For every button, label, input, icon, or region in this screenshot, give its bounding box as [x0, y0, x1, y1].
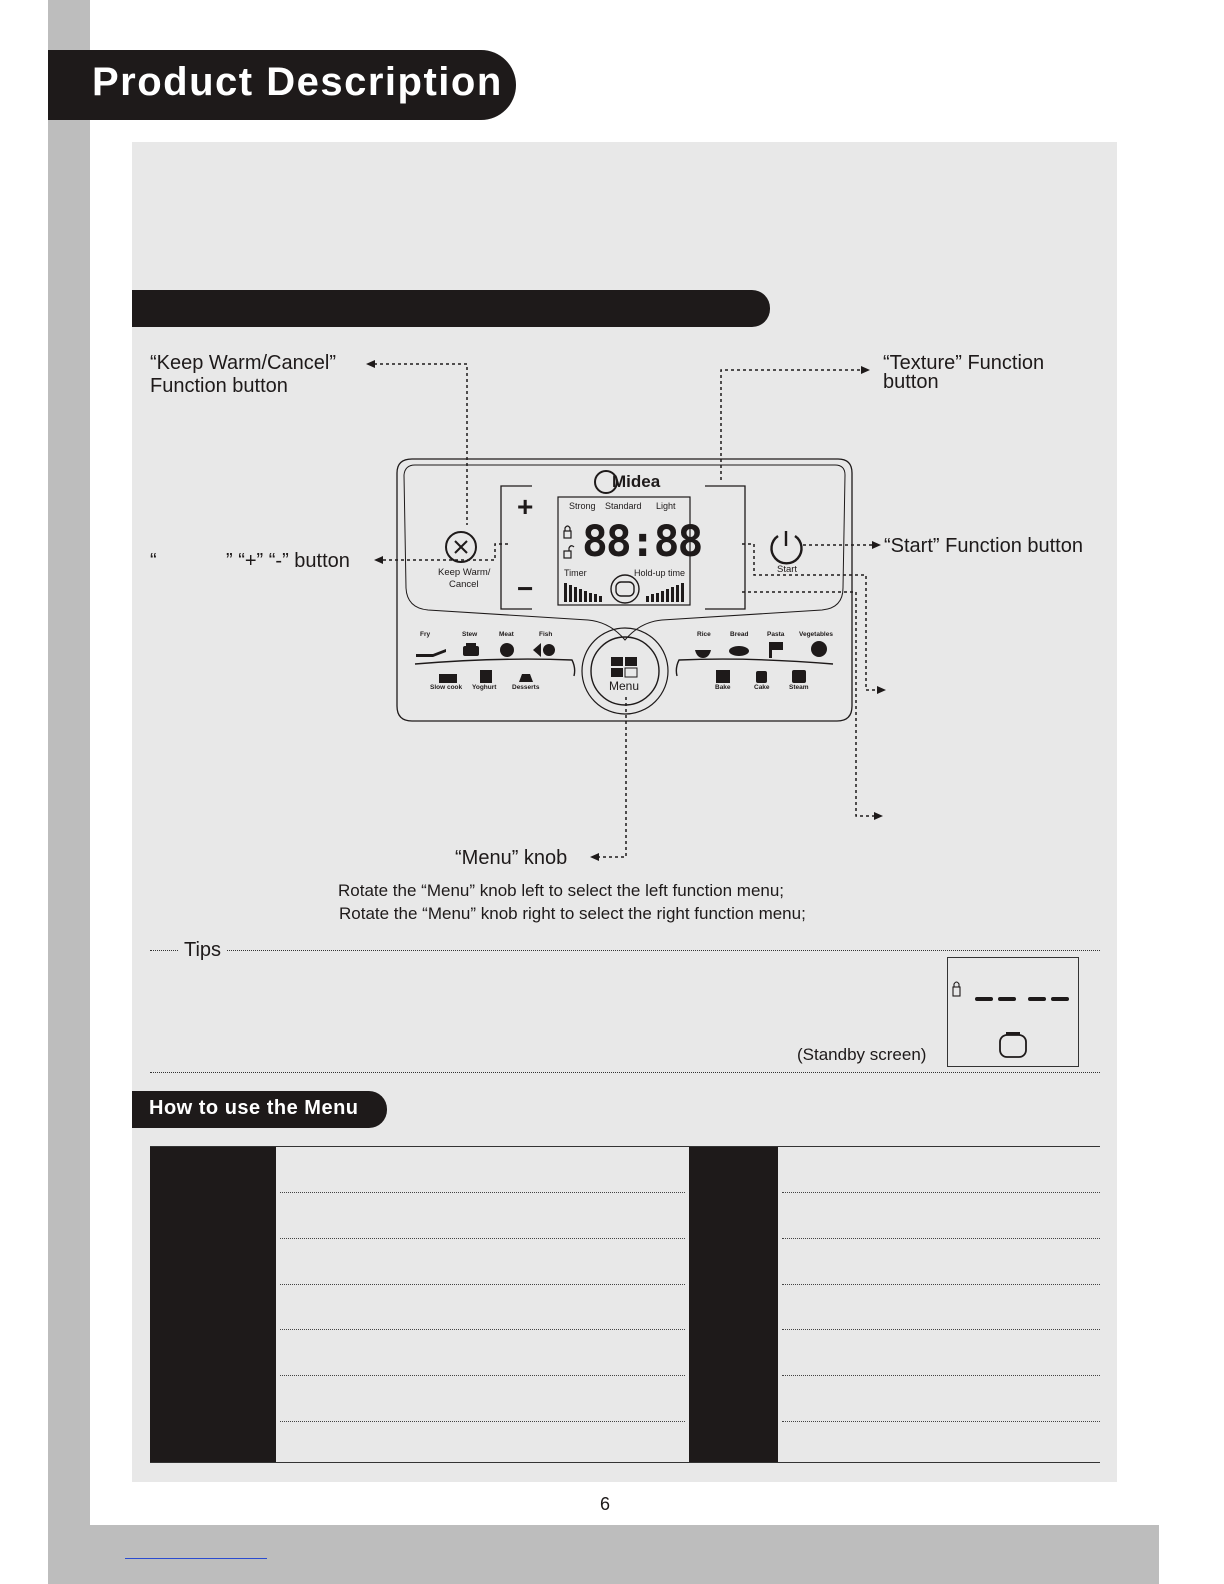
panel-outline — [396, 458, 853, 722]
keep-warm-label-2: Cancel — [449, 579, 479, 590]
keep-warm-icon-cross-b — [454, 540, 468, 554]
display-bracket-left — [500, 485, 532, 610]
texture-level-strong[interactable]: Strong — [569, 501, 596, 511]
texture-level-light[interactable]: Light — [656, 501, 676, 511]
section-header-bar — [132, 290, 770, 327]
plus-minus-callout: ” “+” “-” button — [226, 550, 350, 572]
keep-warm-callout-line1: “Keep Warm/Cancel” — [150, 352, 336, 374]
content-panel — [132, 142, 1117, 1482]
function-vegetables[interactable]: Vegetables — [799, 631, 833, 638]
page-number: 6 — [599, 1494, 610, 1514]
table-row-rule — [782, 1329, 1100, 1330]
table-row-rule — [280, 1329, 685, 1330]
lcd-digits: 88:88 — [582, 517, 703, 567]
menu-knob-callout: “Menu” knob — [455, 847, 568, 869]
function-icons — [416, 641, 827, 683]
panel-inner-outline — [403, 464, 846, 641]
function-stew[interactable]: Stew — [462, 631, 478, 638]
function-pasta[interactable]: Pasta — [767, 631, 785, 638]
minus-button[interactable]: − — [517, 573, 534, 604]
keep-warm-callout-line2: Function button — [150, 375, 288, 397]
hyperlink-underline[interactable] — [125, 1558, 267, 1559]
function-cake[interactable]: Cake — [754, 684, 770, 691]
function-slow-cook[interactable]: Slow cook — [430, 684, 463, 691]
lock-icons — [563, 525, 575, 559]
texture-leader — [720, 369, 862, 480]
keep-warm-label-1: Keep Warm/ — [438, 567, 491, 578]
texture-callout-line1: “Texture” Function — [883, 352, 1045, 374]
table-row-rule — [782, 1421, 1100, 1422]
standby-display — [952, 981, 1069, 1058]
function-bake[interactable]: Bake — [715, 684, 731, 691]
menu-knob-outer — [581, 627, 669, 715]
table-row-rule — [280, 1421, 685, 1422]
brand-logo: Midea — [612, 472, 661, 491]
function-fish[interactable]: Fish — [539, 631, 553, 638]
table-row-rule — [782, 1284, 1100, 1285]
menu-usage-table — [150, 1146, 1100, 1463]
texture-callout-line2: button — [883, 371, 939, 393]
table-row-rule — [280, 1375, 685, 1376]
start-button-ring — [770, 535, 803, 565]
function-fry[interactable]: Fry — [420, 631, 431, 638]
table-row-rule — [782, 1375, 1100, 1376]
tips-bottom-rule — [150, 1072, 1100, 1073]
menu-grid-icon — [611, 657, 638, 678]
function-steam[interactable]: Steam — [789, 684, 809, 691]
table-left-header-column — [150, 1147, 276, 1462]
left-menu-arc — [414, 658, 576, 677]
right-menu-arc — [675, 658, 834, 677]
tips-top-rule — [150, 950, 1100, 951]
standby-caption: (Standby screen) — [797, 1045, 927, 1064]
table-row-rule — [280, 1238, 685, 1239]
lcd-bar-graph — [564, 583, 684, 602]
table-row-rule — [280, 1192, 685, 1193]
rotate-right-instruction: Rotate the “Menu” knob right to select t… — [339, 904, 806, 923]
page-title: Product Description — [92, 60, 503, 104]
menu-knob-inner — [590, 636, 660, 706]
leader-arrowheads — [366, 360, 886, 861]
start-callout: “Start” Function button — [884, 535, 1083, 557]
keep-warm-button-ring — [445, 531, 477, 563]
upper-right-leader — [742, 543, 876, 691]
plus-minus-callout-open-quote: “ — [150, 550, 157, 572]
function-bread[interactable]: Bread — [730, 631, 749, 638]
hold-up-time-label: Hold-up time — [634, 568, 686, 578]
rotate-left-instruction: Rotate the “Menu” knob left to select th… — [338, 881, 785, 900]
table-row-rule — [280, 1284, 685, 1285]
menu-knob[interactable]: Menu — [609, 679, 640, 693]
start-label: Start — [777, 564, 798, 575]
timer-label: Timer — [564, 568, 587, 578]
keep-warm-leader — [374, 363, 468, 525]
lower-right-leader — [742, 591, 874, 817]
function-desserts[interactable]: Desserts — [512, 684, 540, 691]
tips-heading: Tips — [178, 939, 228, 962]
plus-button[interactable]: + — [517, 491, 534, 522]
texture-level-standard[interactable]: Standard — [605, 501, 642, 511]
table-row-rule — [782, 1238, 1100, 1239]
function-meat[interactable]: Meat — [499, 631, 514, 638]
table-right-header-column — [689, 1147, 778, 1462]
function-yoghurt[interactable]: Yoghurt — [472, 684, 497, 691]
title-banner — [48, 50, 516, 120]
function-rice[interactable]: Rice — [697, 631, 711, 638]
display-bracket-right — [705, 485, 746, 610]
howto-banner — [132, 1091, 387, 1128]
standby-screen-box — [947, 957, 1079, 1067]
plus-minus-leader — [383, 543, 508, 561]
bottom-margin-band — [48, 1525, 1159, 1584]
howto-heading: How to use the Menu — [149, 1097, 359, 1119]
left-margin-band — [48, 0, 90, 1584]
pot-icon — [610, 574, 640, 604]
table-row-rule — [782, 1192, 1100, 1193]
lcd-display — [557, 496, 691, 606]
